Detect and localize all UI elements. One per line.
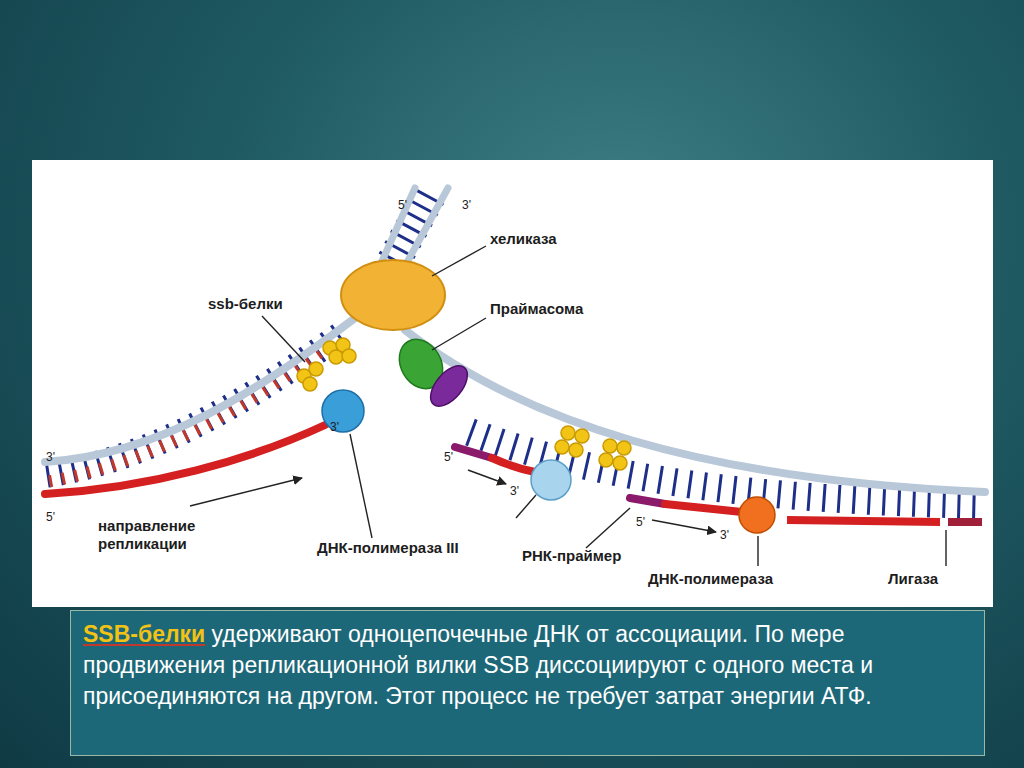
strand-end-label: 5' xyxy=(444,448,453,466)
strand-end-label: 5' xyxy=(46,508,55,526)
callout-label: хеликаза xyxy=(490,230,557,248)
callout-label: направление репликации xyxy=(98,517,228,553)
strand-end-label: 3' xyxy=(462,196,471,214)
callout-label: ssb-белки xyxy=(208,295,283,313)
strand-end-label: 5' xyxy=(636,513,645,531)
callout-label: ДНК-полимераза xyxy=(648,570,773,588)
callout-label: ДНК-полимераза III xyxy=(317,539,459,557)
strand-end-label: 3' xyxy=(510,482,519,500)
callout-label: Лигаза xyxy=(888,570,938,588)
note-box: SSB-белки удерживают одноцепочечные ДНК … xyxy=(70,610,985,756)
strand-end-label: 3' xyxy=(720,526,729,544)
callout-label: РНК-праймер xyxy=(522,547,621,565)
strand-end-label: 3' xyxy=(330,418,339,436)
callout-label: Праймасома xyxy=(490,300,583,318)
strand-end-label: 3' xyxy=(46,448,55,466)
strand-end-label: 5' xyxy=(398,196,407,214)
highlight-term: SSB-белки xyxy=(83,621,205,647)
